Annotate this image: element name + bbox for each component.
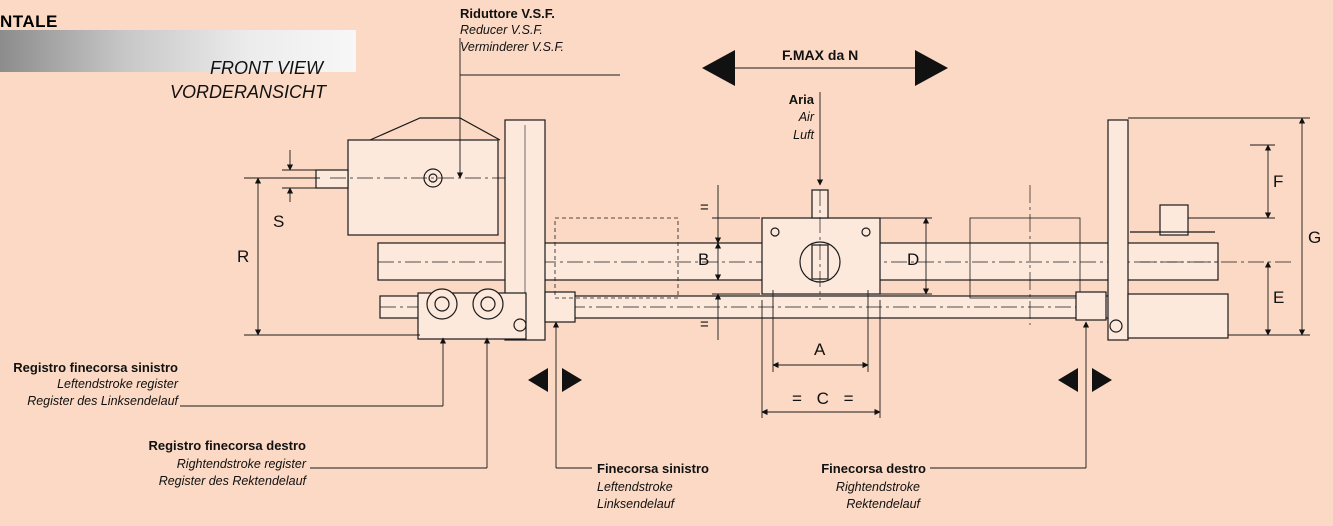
- dim-c: = C =: [792, 389, 854, 408]
- right-motor-block: [1127, 293, 1229, 339]
- dim-e: E: [1273, 288, 1285, 307]
- force-label: F.MAX da N: [782, 47, 859, 63]
- view-label-en: FRONT VIEW: [210, 58, 323, 78]
- right-register-knob: [472, 288, 504, 320]
- air-label-de: Luft: [793, 128, 814, 142]
- right-adjuster: [1159, 204, 1189, 236]
- title-banner-gradient: [0, 30, 356, 72]
- right-register-label-it: Registro finecorsa destro: [148, 438, 307, 453]
- left-limit-label-it: Finecorsa sinistro: [597, 461, 709, 476]
- right-register-label-de: Register des Rektendelauf: [158, 474, 306, 488]
- section-title: NTALE: [0, 12, 58, 31]
- reducer-label-de: Verminderer V.S.F.: [460, 40, 564, 54]
- dim-f: F: [1273, 172, 1284, 191]
- title-banner: NTALE: [0, 10, 356, 72]
- reducer-label-en: Reducer V.S.F.: [460, 23, 543, 37]
- air-label-it: Aria: [788, 92, 814, 107]
- right-limit-label-en: Rightendstroke: [835, 480, 920, 494]
- reducer-body: [347, 139, 499, 236]
- left-register-label-de: Register des Linksendelauf: [27, 394, 178, 408]
- reducer-label-it: Riduttore V.S.F.: [460, 6, 555, 21]
- air-label-en: Air: [798, 110, 814, 124]
- left-limit-label-de: Linksendelauf: [597, 497, 675, 511]
- reducer-top: [369, 117, 501, 141]
- force-arrow-left-icon: [702, 50, 735, 86]
- dim-s: S: [273, 212, 285, 231]
- left-register-label-en: Leftendstroke register: [57, 377, 178, 391]
- right-travel-arrow-icon: [1058, 368, 1078, 392]
- dim-eq-top: =: [700, 199, 709, 216]
- reducer-shaft: [315, 169, 349, 189]
- right-register-label-en: Rightendstroke register: [176, 457, 306, 471]
- left-travel-arrow-icon: [528, 368, 548, 392]
- right-bracket: [1107, 119, 1129, 341]
- dim-r: R: [237, 247, 250, 266]
- left-register-knob: [426, 288, 458, 320]
- right-limit-stop: [1075, 291, 1107, 321]
- left-limit-label-en: Leftendstroke: [597, 480, 673, 494]
- left-register-label-it: Registro finecorsa sinistro: [13, 360, 178, 375]
- right-limit-label-it: Finecorsa destro: [821, 461, 926, 476]
- right-limit-label-de: Rektendelauf: [846, 497, 920, 511]
- dim-g: G: [1308, 228, 1322, 247]
- dim-d: D: [907, 250, 920, 269]
- dim-eq-bottom: =: [700, 316, 709, 333]
- force-arrow-right-icon: [915, 50, 948, 86]
- dim-b: B: [698, 250, 710, 269]
- dim-a: A: [814, 340, 826, 359]
- left-limit-stop: [544, 291, 576, 323]
- view-label-de: VORDERANSICHT: [170, 82, 327, 102]
